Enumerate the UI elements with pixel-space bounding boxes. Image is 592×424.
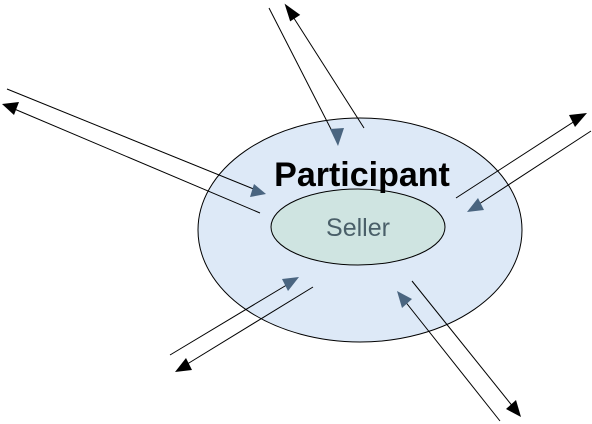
arrow-pair-upper-right: [455, 113, 592, 212]
incoming-arrow-line: [403, 299, 501, 422]
incoming-arrowhead: [397, 291, 412, 308]
incoming-arrowhead: [250, 184, 266, 197]
incoming-arrow-line: [475, 130, 592, 207]
outgoing-arrow-line: [289, 11, 365, 129]
participant-label: Participant: [274, 156, 450, 194]
outgoing-arrow-line: [455, 118, 579, 199]
seller-label: Seller: [326, 214, 390, 242]
outgoing-arrow-line: [183, 286, 314, 367]
outgoing-arrow-line: [411, 280, 515, 409]
incoming-arrow-line: [169, 282, 291, 356]
arrow-pair-upper-left: [2, 88, 266, 214]
arrow-pair-lower-right: [397, 280, 521, 422]
outgoing-arrowhead: [2, 102, 19, 115]
incoming-arrow-line: [268, 7, 336, 138]
arrow-pair-top: [268, 3, 365, 146]
outgoing-arrow-line: [11, 107, 261, 214]
outgoing-arrowhead: [506, 400, 521, 417]
incoming-arrowhead: [282, 277, 299, 291]
outgoing-arrowhead: [175, 358, 192, 372]
incoming-arrowhead: [467, 198, 484, 212]
outgoing-arrowhead: [569, 113, 587, 127]
seller-ellipse: [270, 188, 446, 266]
outgoing-arrowhead: [284, 3, 301, 22]
incoming-arrow-line: [6, 88, 257, 191]
incoming-arrowhead: [330, 128, 344, 146]
arrow-pair-lower-left: [169, 277, 314, 372]
